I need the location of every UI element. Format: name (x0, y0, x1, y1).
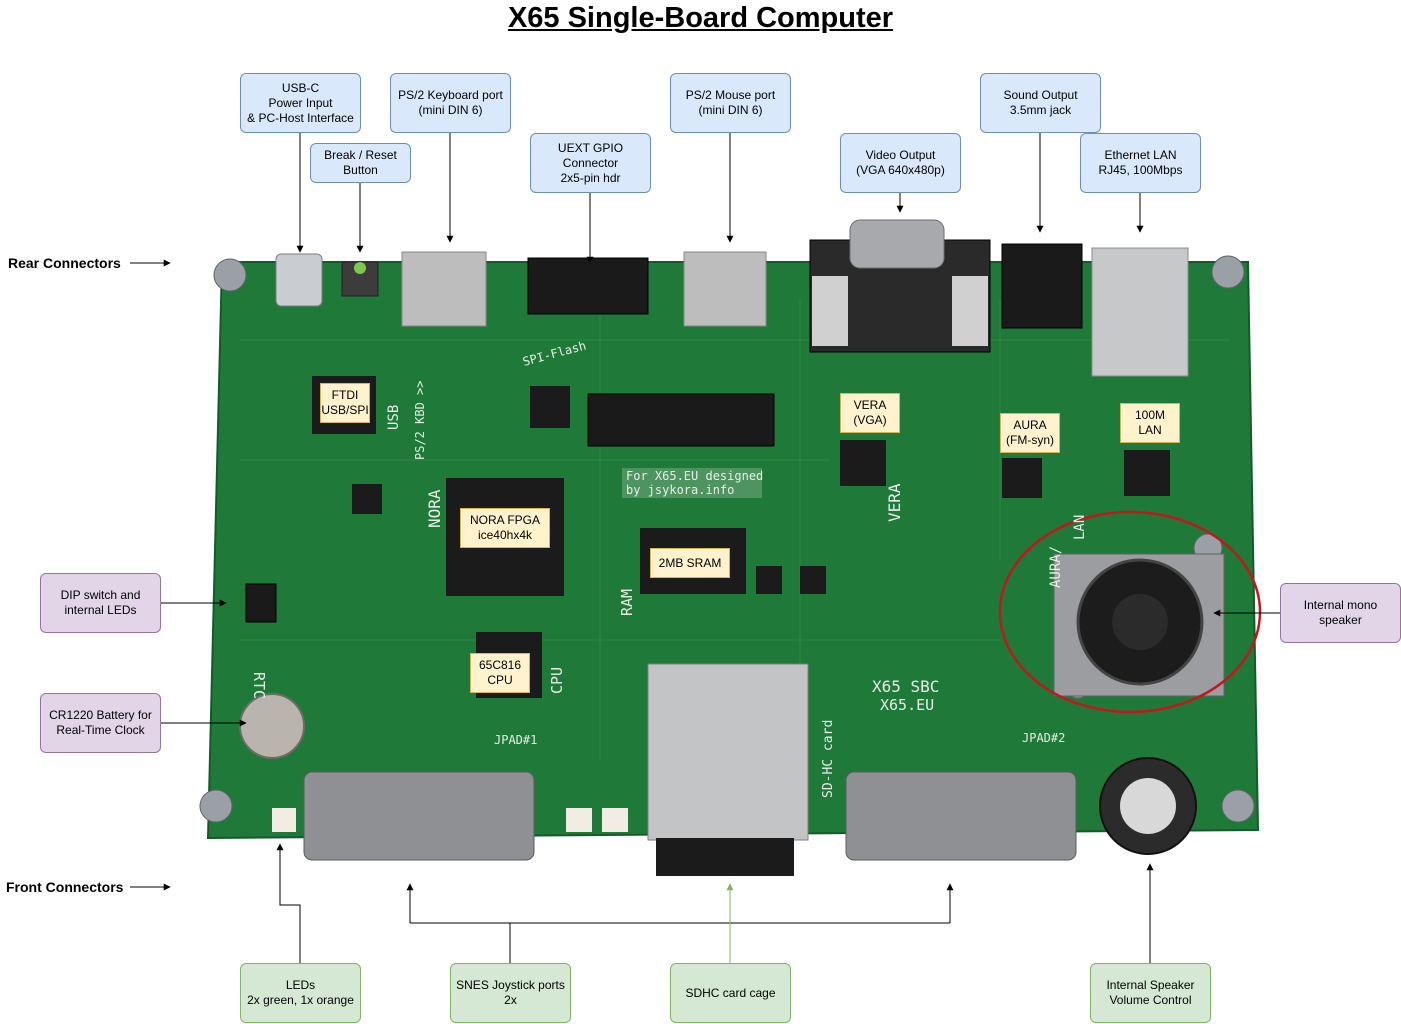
silk-usb: USB (386, 405, 402, 430)
led-1 (272, 808, 296, 832)
callout-ethernet: Ethernet LAN RJ45, 100Mbps (1080, 133, 1201, 193)
callout-video: Video Output (VGA 640x480p) (840, 133, 961, 193)
pin-header (587, 393, 775, 447)
callout-sdhc: SDHC card cage (670, 963, 791, 1023)
small-chip-1 (756, 566, 782, 594)
silk-eu: X65.EU (880, 696, 934, 714)
speaker-cap (1112, 594, 1168, 650)
rj45-connector (1091, 247, 1189, 377)
callout-snes: SNES Joystick ports 2x (450, 963, 571, 1023)
chip-label-cpu: 65C816 CPU (470, 653, 530, 693)
silk-by: by jsykora.info (626, 483, 734, 497)
sd-card (656, 838, 794, 876)
chip-label-nora: NORA FPGA ice40hx4k (460, 508, 550, 548)
callout-usbc: USB-C Power Input & PC-Host Interface (240, 73, 361, 133)
reset-button-cap (354, 262, 366, 274)
aura-part (1002, 458, 1042, 498)
dip-switch-part (245, 583, 277, 623)
chip-label-vera: VERA (VGA) (840, 393, 900, 433)
callout-sound: Sound Output 3.5mm jack (980, 73, 1101, 133)
silk-cpu: CPU (548, 667, 566, 694)
designer-plate (622, 468, 762, 498)
callout-uext: UEXT GPIO Connector 2x5-pin hdr (530, 133, 651, 193)
silk-aura: AURA/ (1048, 546, 1064, 588)
callout-ps2mouse: PS/2 Mouse port (mini DIN 6) (670, 73, 791, 133)
silk-sdhc: SD-HC card (821, 720, 836, 798)
callout-volume: Internal Speaker Volume Control (1090, 963, 1211, 1023)
vga-bracket-right (952, 276, 988, 346)
usb-c-connector (275, 253, 323, 307)
ps2-keyboard-connector (401, 251, 487, 327)
rear-connectors-label: Rear Connectors (8, 255, 121, 271)
led-2 (566, 808, 592, 832)
snes-port-2 (845, 771, 1077, 861)
small-chip-2 (800, 566, 826, 594)
vera-part (840, 440, 886, 486)
line-leds (276, 843, 301, 963)
audio-jack (1001, 243, 1083, 329)
silk-nora: NORA (425, 489, 444, 528)
silk-jpad1: JPAD#1 (494, 733, 537, 747)
chip-label-sram: 2MB SRAM (650, 548, 730, 578)
silk-jpad2: JPAD#2 (1022, 731, 1065, 745)
speaker-wire-red (998, 510, 1262, 714)
lan-part (1124, 450, 1170, 496)
pcb-traces (240, 300, 1230, 760)
vga-shell (849, 219, 945, 269)
chip-label-lan: 100M LAN (1120, 403, 1180, 443)
volume-knob-center (1120, 778, 1176, 834)
callout-leds: LEDs 2x green, 1x orange (240, 963, 361, 1023)
front-connectors-label: Front Connectors (6, 879, 124, 895)
silk-lan: LAN (1072, 515, 1088, 540)
vga-bracket-left (812, 276, 848, 346)
led-3 (602, 808, 628, 832)
callout-dip: DIP switch and internal LEDs (40, 573, 161, 633)
callout-reset: Break / Reset Button (310, 143, 411, 183)
flash-part (530, 386, 570, 428)
ps2-mouse-connector (683, 251, 767, 327)
silk-ram: RAM (618, 589, 636, 616)
callout-battery: CR1220 Battery for Real-Time Clock (40, 693, 161, 753)
chip-label-aura: AURA (FM-syn) (1000, 413, 1060, 453)
silk-ps2kbd: PS/2 KBD >> (413, 381, 427, 460)
small-chip-3 (352, 484, 382, 514)
callout-ps2kbd: PS/2 Keyboard port (mini DIN 6) (390, 73, 511, 133)
chip-label-ftdi: FTDI USB/SPI (320, 383, 370, 423)
silk-designed: For X65.EU designed (626, 469, 763, 483)
callout-speaker: Internal mono speaker (1280, 583, 1401, 643)
uext-header (527, 257, 649, 315)
silk-sbc: X65 SBC (872, 677, 939, 696)
page-title: X65 Single-Board Computer (507, 2, 894, 34)
snes-port-1 (303, 771, 535, 861)
silk-vera: VERA (885, 483, 904, 522)
silk-rtc: RTC (250, 672, 268, 699)
